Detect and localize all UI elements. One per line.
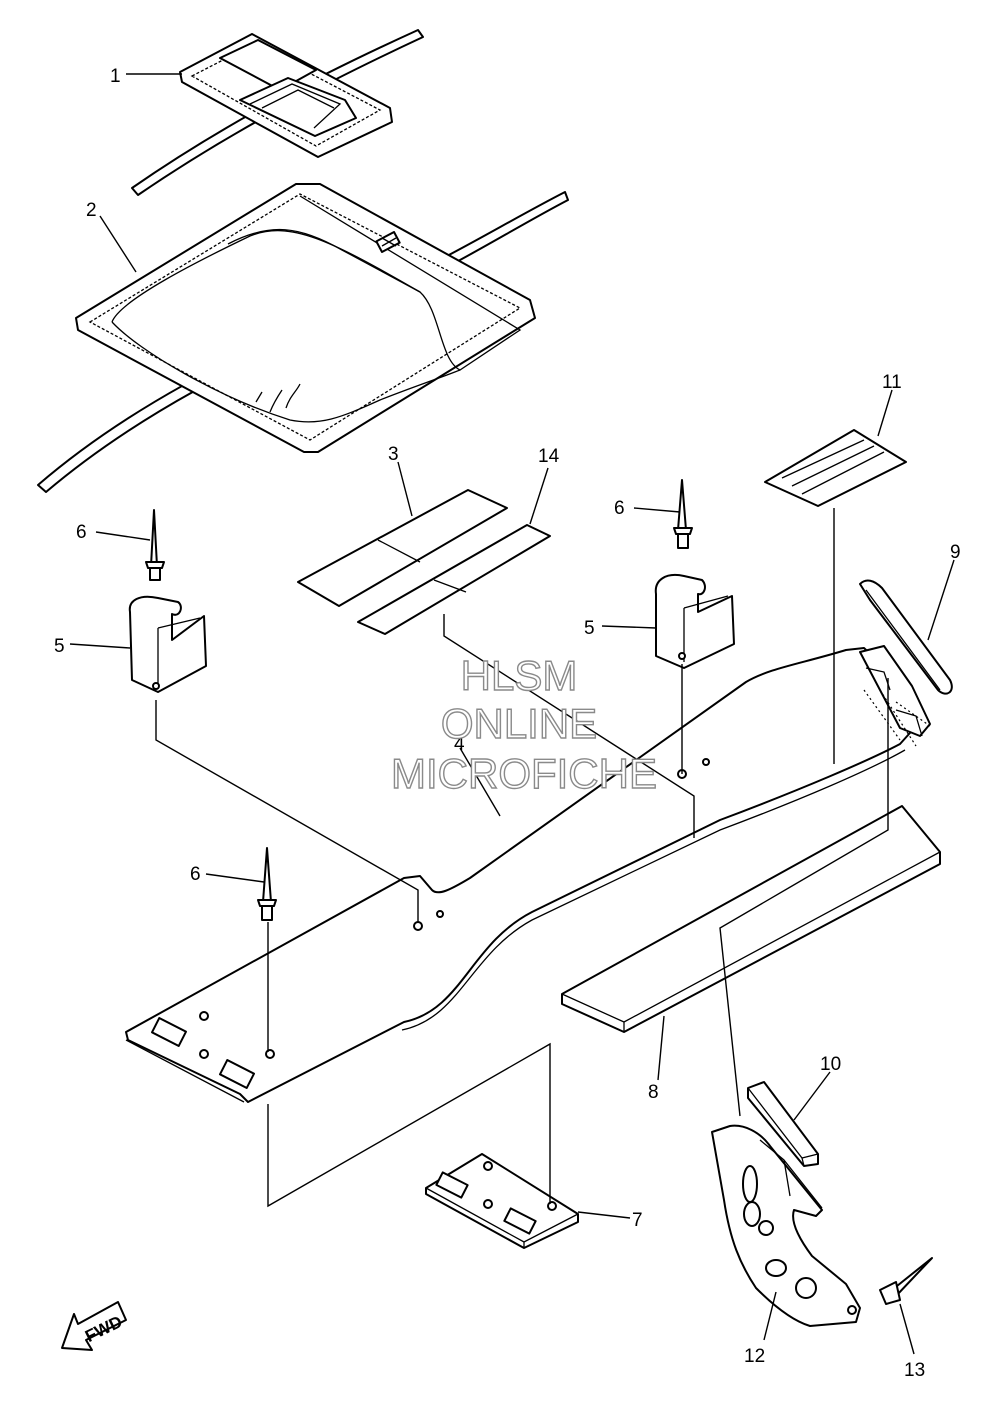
part-2-bag bbox=[75, 183, 536, 453]
watermark-line-2: ONLINE bbox=[441, 700, 597, 747]
callout-14: 14 bbox=[538, 446, 560, 467]
part-5-bracket-left bbox=[128, 595, 207, 693]
part-7-plate bbox=[425, 1153, 579, 1249]
callout-2: 2 bbox=[86, 200, 97, 221]
part-12-bracket bbox=[711, 1124, 861, 1327]
part-6-rivet-lower bbox=[257, 847, 277, 921]
part-13-pin bbox=[879, 1257, 933, 1305]
callout-12: 12 bbox=[744, 1346, 765, 1367]
callout-3: 3 bbox=[388, 444, 399, 465]
leader-lines bbox=[69, 73, 955, 1355]
part-6-rivet-right bbox=[673, 479, 693, 549]
part-5-bracket-right bbox=[654, 574, 735, 669]
part-11-pad bbox=[764, 429, 907, 507]
part-1-holder bbox=[179, 33, 393, 158]
assembly-lines bbox=[155, 508, 931, 1208]
callout-6-left: 6 bbox=[76, 522, 87, 543]
part-8-foam-strip bbox=[561, 805, 941, 1033]
part-10-block bbox=[747, 1081, 819, 1167]
callout-5-left: 5 bbox=[54, 636, 65, 657]
callout-13: 13 bbox=[904, 1360, 925, 1381]
watermark-line-3: MICROFICHE bbox=[391, 750, 657, 797]
callout-11: 11 bbox=[882, 372, 902, 393]
watermark-line-1: HLSM bbox=[461, 652, 578, 699]
callout-9: 9 bbox=[950, 542, 961, 563]
callout-10: 10 bbox=[820, 1054, 841, 1075]
forward-direction-arrow: FWD bbox=[61, 1301, 127, 1351]
callout-6-right: 6 bbox=[614, 498, 625, 519]
callout-1: 1 bbox=[110, 66, 121, 87]
callout-7: 7 bbox=[632, 1210, 643, 1231]
callout-5-right: 5 bbox=[584, 618, 595, 639]
part-3-label bbox=[297, 489, 508, 607]
callout-6-lower: 6 bbox=[190, 864, 201, 885]
watermark: HLSM ONLINE MICROFICHE bbox=[390, 651, 657, 797]
part-9-wire-clip bbox=[859, 579, 953, 695]
part-6-rivet-left bbox=[145, 509, 165, 581]
strap-upper bbox=[131, 29, 424, 196]
callout-4: 4 bbox=[454, 734, 465, 755]
callout-8: 8 bbox=[648, 1082, 659, 1103]
callout-labels: 1 2 3 4 5 5 6 6 6 7 8 9 10 11 12 13 14 bbox=[54, 66, 961, 1381]
part-14-label bbox=[357, 524, 551, 635]
